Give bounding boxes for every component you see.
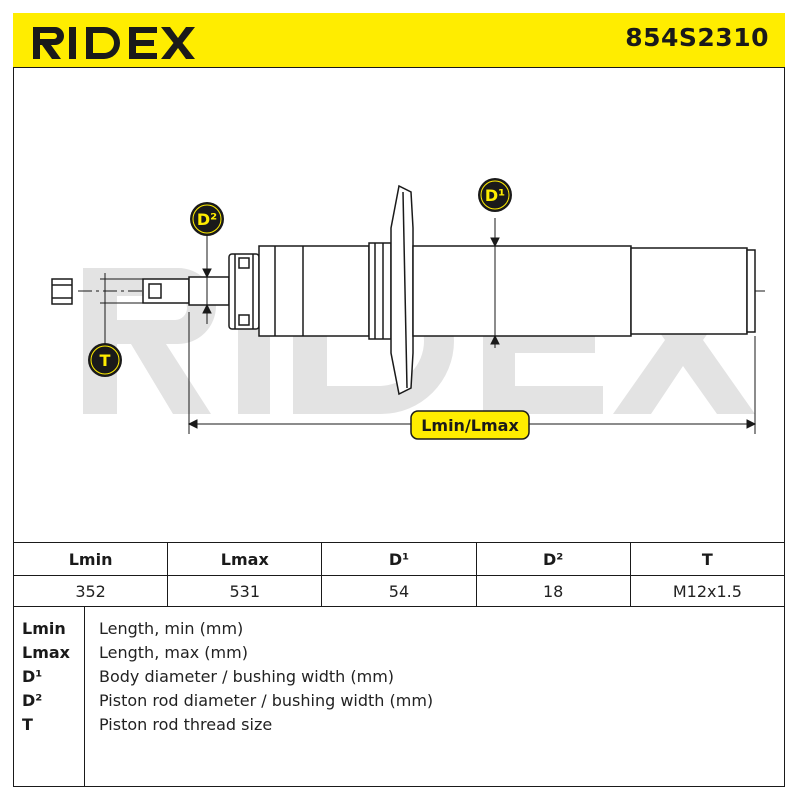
part-number: 854S2310 [625,23,769,52]
t-badge: T [88,343,122,377]
spec-value-d1: 54 [321,575,477,607]
shock-body [142,184,756,396]
legend-desc: Piston rod thread size [99,715,273,734]
legend-key: D² [22,691,43,710]
d2-label: D² [197,210,217,229]
legend-item: Lmin Length, min (mm) [13,619,785,643]
d1-dimension [490,218,500,348]
legend-key: D¹ [22,667,43,686]
spec-header-d1: D¹ [321,542,477,576]
shock-absorber-diagram: D¹ D² T Lmin/Lmax [51,178,765,440]
spec-value-row: 352 531 54 18 M12x1.5 [12,575,786,607]
t-label: T [100,351,111,370]
legend-key: T [22,715,33,734]
legend-desc: Piston rod diameter / bushing width (mm) [99,691,434,710]
legend-desc: Length, max (mm) [99,643,248,662]
spec-header-t: T [629,542,786,576]
legend-item: D¹ Body diameter / bushing width (mm) [13,667,785,691]
spec-header-d2: D² [475,542,631,576]
length-label: Lmin/Lmax [421,416,519,435]
spec-value-t: M12x1.5 [629,575,786,607]
d2-badge: D² [190,202,224,236]
spec-value-lmax: 531 [167,575,323,607]
legend-item: Lmax Length, max (mm) [13,643,785,667]
t-dimension [100,273,143,346]
legend: Lmin Length, min (mm) Lmax Length, max (… [13,606,785,787]
spec-header-lmin: Lmin [12,542,169,576]
spec-value-lmin: 352 [12,575,169,607]
legend-key: Lmax [22,643,70,662]
thread-nut [51,278,73,305]
spec-header-row: Lmin Lmax D¹ D² T [12,542,786,576]
d1-badge: D¹ [478,178,512,212]
d1-label: D¹ [485,186,505,205]
spec-table: Lmin Lmax D¹ D² T 352 531 54 18 M12x1.5 [12,542,786,607]
legend-desc: Length, min (mm) [99,619,244,638]
header-bar: 854S2310 [13,13,785,68]
d2-dimension [202,232,212,324]
legend-key: Lmin [22,619,66,638]
legend-divider [84,607,85,787]
spec-header-lmax: Lmax [167,542,323,576]
spec-value-d2: 18 [475,575,631,607]
legend-item: T Piston rod thread size [13,715,785,739]
length-badge: Lmin/Lmax [410,410,530,440]
legend-desc: Body diameter / bushing width (mm) [99,667,395,686]
legend-item: D² Piston rod diameter / bushing width (… [13,691,785,715]
ridex-logo [33,27,195,59]
